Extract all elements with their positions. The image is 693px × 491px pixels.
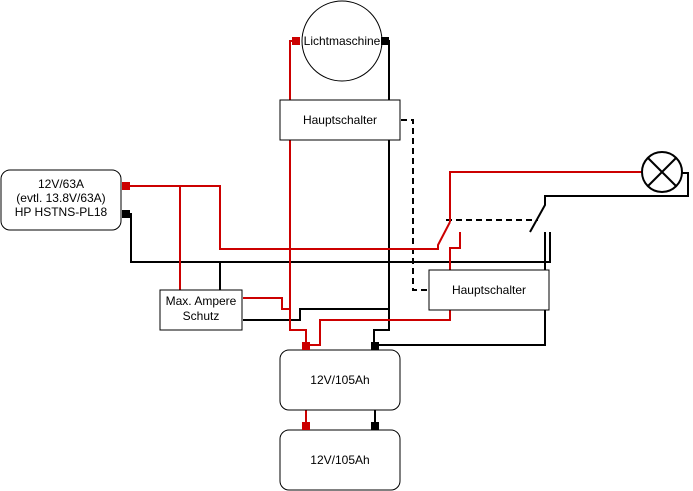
battery-upper: 12V/105Ah — [279, 349, 401, 411]
main-switch-right-label: Hauptschalter — [452, 283, 526, 297]
charger-box — [0, 169, 122, 231]
wire-charger-positive — [130, 185, 451, 250]
terminal-battery-upper-negative — [371, 342, 379, 350]
terminal-charger-negative — [122, 210, 130, 218]
terminal-battery-lower-positive — [302, 422, 310, 430]
terminal-battery-upper-positive — [302, 342, 310, 350]
main-switch-right-box — [428, 269, 550, 311]
wire-switch-lamp — [449, 171, 642, 222]
main-switch-right: Hauptschalter — [428, 269, 550, 311]
positive-wires — [130, 40, 642, 423]
lamp-icon — [641, 151, 683, 193]
main-switch-top-box — [279, 99, 401, 141]
terminal-charger-positive — [122, 182, 130, 190]
terminal-alternator-negative — [381, 37, 389, 45]
terminals — [122, 37, 389, 430]
switch-mechanical-links — [401, 119, 538, 291]
charger-label-line3: HP HSTNS-PL18 — [15, 205, 108, 219]
wire-protection-negative — [243, 308, 389, 321]
max-ampere-protection-box — [159, 289, 243, 331]
alternator-label: Lichtmaschine — [304, 34, 381, 48]
terminal-battery-lower-negative — [371, 422, 379, 430]
battery-upper-box — [279, 349, 401, 411]
max-ampere-protection-label-line2: Schutz — [183, 309, 220, 323]
wire-alternator-positive — [289, 40, 307, 345]
max-ampere-protection-label-line1: Max. Ampere — [166, 294, 237, 308]
max-ampere-protection: Max. Ampere Schutz — [159, 289, 243, 331]
wire-charger-negative — [126, 213, 551, 263]
battery-lower-label: 12V/105Ah — [310, 453, 369, 467]
charger: 12V/63A (evtl. 13.8V/63A) HP HSTNS-PL18 — [0, 169, 122, 231]
main-switch-top-label: Hauptschalter — [303, 113, 377, 127]
charger-label-line2: (evtl. 13.8V/63A) — [16, 191, 105, 205]
battery-lower-box — [279, 429, 401, 491]
battery-upper-label: 12V/105Ah — [310, 373, 369, 387]
wire-switch-positive — [306, 232, 461, 346]
hauptschalter-link — [401, 119, 428, 291]
wire-protection-positive — [243, 297, 290, 310]
battery-lower: 12V/105Ah — [279, 429, 401, 491]
wire-alternator-negative — [373, 40, 390, 345]
terminal-alternator-positive — [292, 37, 300, 45]
main-switch-top: Hauptschalter — [279, 99, 401, 141]
charger-label-line1: 12V/63A — [38, 177, 84, 191]
alternator: Lichtmaschine — [301, 0, 383, 82]
negative-wires — [126, 40, 689, 423]
wire-lamp-return — [529, 172, 689, 233]
